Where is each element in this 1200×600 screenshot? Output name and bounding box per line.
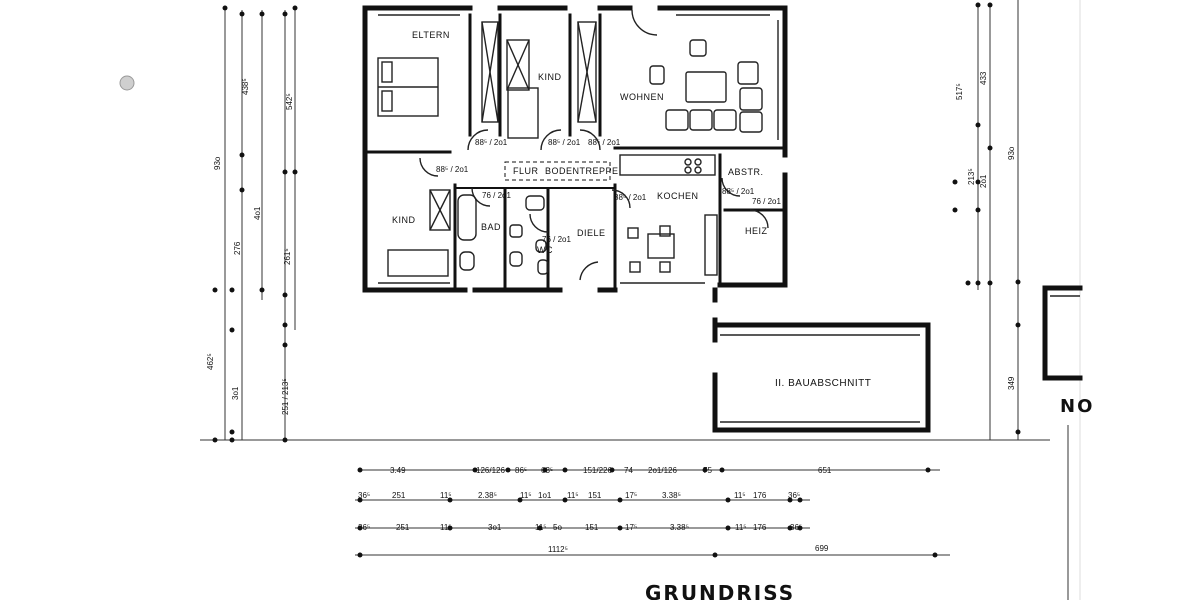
neighbour-fragment (1042, 285, 1083, 381)
door-label-heiz: 76 / 2o1 (752, 197, 781, 206)
dim-label: 11⁵ (734, 491, 746, 500)
door-label-wohnen: 88⁵ / 2o1 (588, 138, 621, 147)
dim-label: 3.38⁵ (670, 523, 689, 532)
dim-label: 3.38⁵ (662, 491, 681, 500)
dim-label: 1o1 (538, 491, 552, 500)
dim-bottom-total-left: 1112⁵ (548, 545, 568, 554)
dim-label: 36⁵ (790, 523, 802, 532)
side-fragment-text: NO (1060, 396, 1094, 417)
room-label-bodentreppe: BODENTREPPE (545, 166, 619, 176)
dim-label: 3.49 (390, 466, 406, 475)
dim-bottom-total-right: 699 (815, 544, 829, 553)
door-label-kochen: 88⁵ / 2o1 (614, 193, 647, 202)
room-label-bad: BAD (481, 222, 501, 232)
room-label-diele: DIELE (577, 228, 606, 238)
dim-label: 126/126 (476, 466, 505, 475)
dim-label: 63⁵ (541, 466, 553, 475)
dim-row-3: 36⁵ 251 11⁵ 3o1 11⁵ 5o 151 17⁵ 3.38⁵ 11⁵ 176 36⁵ (358, 523, 802, 532)
dim-label: 176 (753, 523, 767, 532)
dim-left-total: 93o (213, 156, 222, 170)
inner-walls (363, 13, 787, 292)
dim-label: 151/226 (583, 466, 612, 475)
annex-walls (712, 287, 931, 433)
room-label-eltern: ELTERN (412, 30, 450, 40)
drawing-title: GRUNDRISS (645, 581, 795, 600)
dim-label: 11⁵ (535, 523, 547, 532)
dim-label: 36⁵ (788, 491, 800, 500)
dimension-dots (212, 2, 1021, 558)
room-label-bauabschnitt: II. BAUABSCHNITT (775, 378, 871, 389)
dim-label: 36⁵ (358, 491, 370, 500)
dim-left-e: 462⁵ (206, 353, 215, 370)
dim-label: 17⁵ (625, 523, 637, 532)
dim-label: 151 (588, 491, 602, 500)
door-label-kind-top: 88⁵ / 2o1 (548, 138, 581, 147)
dim-right-a: 517⁵ (955, 83, 964, 100)
dimension-lines (200, 0, 1069, 600)
room-label-wohnen: WOHNEN (620, 92, 664, 102)
kitchen-fixtures (619, 154, 718, 276)
dim-label: 251 (396, 523, 410, 532)
dim-right-f: 349 (1007, 376, 1016, 390)
dim-left-g: 251 / 213⁵ (281, 378, 290, 415)
dim-label: 3o1 (488, 523, 502, 532)
bath-fixtures (457, 194, 549, 275)
room-label-heiz: HEIZ (745, 226, 768, 236)
door-label-bad: 76 / 2o1 (482, 191, 511, 200)
attic-stair (504, 161, 611, 181)
beds (377, 57, 539, 277)
room-label-wc: WC (537, 245, 553, 255)
dim-label: 86⁵ (515, 466, 527, 475)
dim-left-f: 3o1 (231, 386, 240, 400)
dim-label: 651 (818, 466, 832, 475)
dim-label: 11⁵ (735, 523, 747, 532)
dim-label: 251 (392, 491, 406, 500)
dim-right-e: 213⁵ (967, 168, 976, 185)
punch-hole (119, 75, 135, 91)
dim-left-d: 261⁵ (283, 248, 292, 265)
room-label-kochen: KOCHEN (657, 191, 699, 201)
dim-label: 75 (703, 466, 712, 475)
door-label-eltern: 88⁵ / 2o1 (475, 138, 508, 147)
room-label-kind-top: KIND (538, 72, 562, 82)
dim-label: 2o1/126 (648, 466, 677, 475)
room-label-abstr: ABSTR. (728, 167, 764, 177)
wardrobes (429, 21, 597, 231)
door-label-kind-left: 88⁵ / 2o1 (436, 165, 469, 174)
dim-label: 11⁵ (440, 491, 452, 500)
dim-row-2: 36⁵ 251 11⁵ 2.38⁵ 11⁵ 1o1 11⁵ 151 17⁵ 3.38⁵ 11⁵ 176… (358, 491, 800, 500)
dim-left-b: 276 (233, 241, 242, 255)
room-label-kind-left: KIND (392, 215, 416, 225)
living-furniture (649, 39, 763, 133)
door-label-wc: 76 / 2o1 (542, 235, 571, 244)
dim-row-1: 3.49 126/126 86⁵ 63⁵ 151/226 74 2o1/126 75 651 (390, 466, 832, 475)
dim-left-c: 4o1 (253, 206, 262, 220)
dim-left-upper: 438⁵ (241, 78, 250, 95)
dim-label: 2.38⁵ (478, 491, 497, 500)
dim-label: 5o (553, 523, 562, 532)
dim-label: 151 (585, 523, 599, 532)
dim-left-a: 542⁵ (285, 93, 294, 110)
dim-right-c: 93o (1007, 146, 1016, 160)
dim-label: 11⁵ (440, 523, 452, 532)
dim-label: 74 (624, 466, 633, 475)
door-label-abstr: 88⁵ / 2o1 (722, 187, 755, 196)
window-marks (378, 14, 779, 284)
dim-right-b: 433 (979, 71, 988, 85)
dim-label: 36⁵ (358, 523, 370, 532)
dim-label: 11⁵ (520, 491, 532, 500)
dim-label: 11⁵ (567, 491, 579, 500)
paper-edge (1080, 0, 1200, 600)
room-label-flur: FLUR (513, 166, 539, 176)
dim-right-d: 2o1 (979, 174, 988, 188)
dim-label: 17⁵ (625, 491, 637, 500)
door-swings (419, 9, 769, 281)
outer-walls (362, 5, 788, 293)
dim-label: 176 (753, 491, 767, 500)
